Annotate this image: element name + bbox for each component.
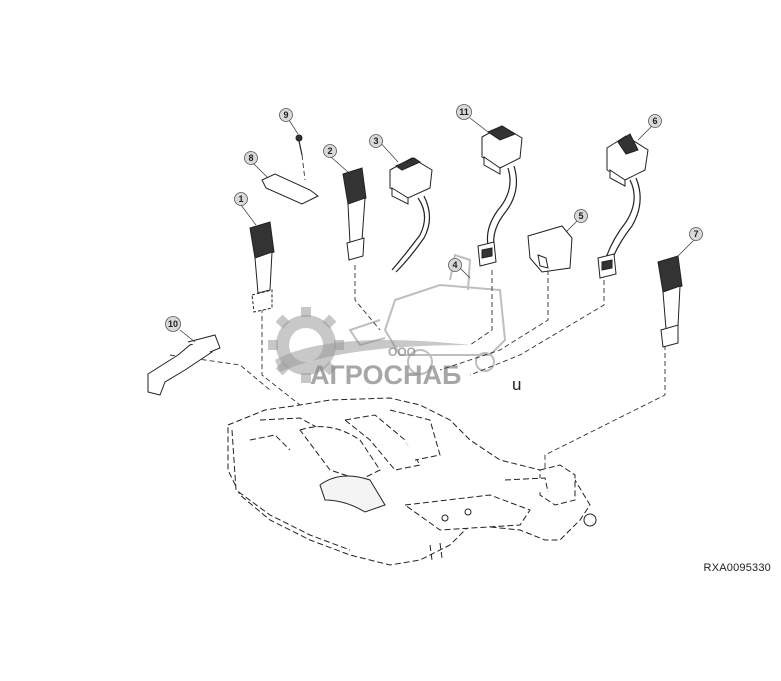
- watermark-logo: ООО АГРОСНАБ u: [268, 253, 521, 394]
- callout-10: 10: [165, 316, 181, 332]
- callout-7: 7: [689, 227, 703, 241]
- part-5-blank-plug: [527, 217, 581, 273]
- part-9-screw: [288, 119, 306, 181]
- console-housing: [227, 397, 597, 566]
- callout-label: 2: [327, 146, 332, 156]
- callout-6: 6: [648, 114, 662, 128]
- part-4-connector-clip: [459, 267, 471, 279]
- callout-3: 3: [369, 134, 383, 148]
- callout-2: 2: [323, 144, 337, 158]
- watermark-company-name: АГРОСНАБ: [310, 360, 461, 390]
- part-7-lever-switch: [657, 239, 695, 348]
- figure-reference-code: RXA0095330: [703, 562, 771, 574]
- callout-8: 8: [244, 151, 258, 165]
- callout-9: 9: [279, 108, 293, 122]
- callout-label: 9: [283, 110, 288, 120]
- callout-5: 5: [574, 209, 588, 223]
- callout-label: 6: [652, 116, 657, 126]
- callout-1: 1: [234, 192, 248, 206]
- callout-label: 8: [248, 153, 253, 163]
- watermark-suffix: u: [512, 375, 521, 394]
- callout-11: 11: [456, 104, 472, 120]
- watermark-prefix: ООО: [388, 345, 416, 359]
- callout-label: 4: [452, 260, 457, 270]
- part-1-lever-switch: [240, 204, 275, 313]
- part-10-bracket: [147, 329, 221, 396]
- callout-label: 3: [373, 136, 378, 146]
- harvester-icon: [348, 253, 507, 375]
- part-11-switch-with-harness: [469, 117, 523, 267]
- part-3-rocker-switch: [378, 140, 433, 273]
- part-2-lever-switch: [330, 156, 367, 261]
- callout-label: 7: [693, 229, 698, 239]
- callout-label: 11: [459, 107, 469, 117]
- callout-label: 1: [238, 194, 243, 204]
- callout-label: 10: [168, 319, 178, 329]
- part-8-mounting-plate: [251, 161, 319, 205]
- callout-4: 4: [448, 258, 462, 272]
- part-6-rocker-switch-with-harness: [597, 124, 654, 279]
- assembly-guide-lines: [169, 265, 666, 470]
- callout-label: 5: [578, 211, 583, 221]
